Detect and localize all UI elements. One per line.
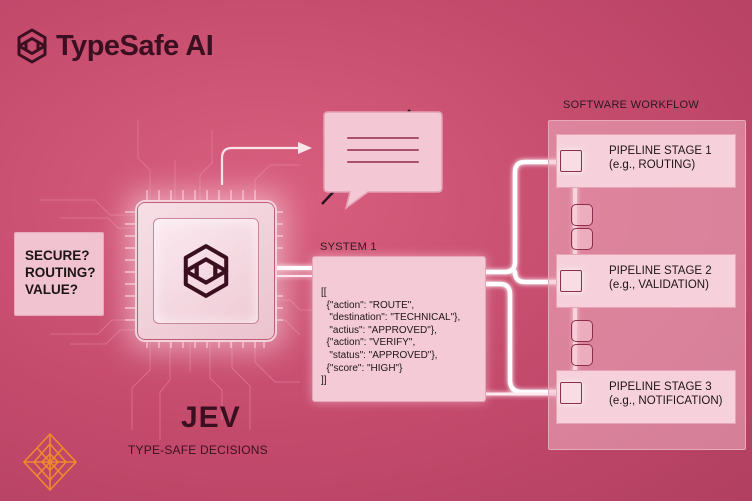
jev-subtitle: TYPE-SAFE DECISIONS (128, 443, 268, 457)
pipeline-stage-2: PIPELINE STAGE 2 (e.g., VALIDATION) (556, 254, 736, 308)
question-box: SECURE? ROUTING? VALUE? (14, 232, 104, 316)
chip-pins (125, 190, 283, 348)
stage-node-2 (560, 270, 582, 292)
stage-title: PIPELINE STAGE 2 (609, 265, 712, 277)
hexagon-knot-logo-icon (17, 28, 47, 64)
stage-title: PIPELINE STAGE 3 (609, 381, 712, 393)
chain-link-icon (571, 344, 593, 366)
chain-link-icon (571, 204, 593, 226)
hexagon-knot-chip-icon (183, 244, 229, 298)
pipeline-stage-3: PIPELINE STAGE 3 (e.g., NOTIFICATION) (556, 370, 736, 424)
json-output-box: [[ {"action": "ROUTE", "destination": "T… (312, 256, 486, 402)
code-line: [[ (321, 287, 327, 298)
jev-title: JEV (181, 401, 241, 434)
pipeline-stage-1: PIPELINE STAGE 1 (e.g., ROUTING) (556, 134, 736, 188)
brand: TypeSafe AI (16, 28, 214, 64)
chain-link-icon (571, 320, 593, 342)
stage-node-1 (560, 150, 582, 172)
speech-bubble-icon (323, 111, 443, 210)
ai-chip-core (153, 218, 259, 324)
question-routing: ROUTING? (25, 265, 96, 280)
stage-subtitle: (e.g., ROUTING) (609, 159, 696, 171)
question-secure: SECURE? (25, 248, 90, 263)
diamond-lattice-logo-icon (22, 432, 78, 492)
code-line: {"action": "ROUTE", (321, 299, 415, 311)
ai-chip (135, 200, 277, 342)
code-line: {"score": "HIGH"} (321, 362, 403, 374)
code-line: ]] (321, 375, 327, 387)
workflow-title: SOFTWARE WORKFLOW (563, 99, 700, 111)
brand-name: TypeSafe AI (56, 29, 214, 62)
arrow-to-bubble (220, 146, 304, 185)
stage-node-3 (560, 382, 582, 404)
chain-link-icon (571, 228, 593, 250)
stage-subtitle: (e.g., NOTIFICATION) (609, 395, 723, 407)
circuit-traces (40, 120, 312, 440)
code-line: "status": "APPROVED"}, (321, 349, 438, 361)
stage-subtitle: (e.g., VALIDATION) (609, 279, 709, 291)
system-label: SYSTEM 1 (320, 241, 377, 253)
code-line: "actius": "APPROVED"}, (321, 324, 437, 336)
stage-title: PIPELINE STAGE 1 (609, 145, 712, 157)
question-value: VALUE? (25, 282, 78, 297)
code-line: "destination": "TECHNICAL"}, (321, 312, 461, 324)
code-line: {"action": "VERIFY", (321, 337, 416, 349)
